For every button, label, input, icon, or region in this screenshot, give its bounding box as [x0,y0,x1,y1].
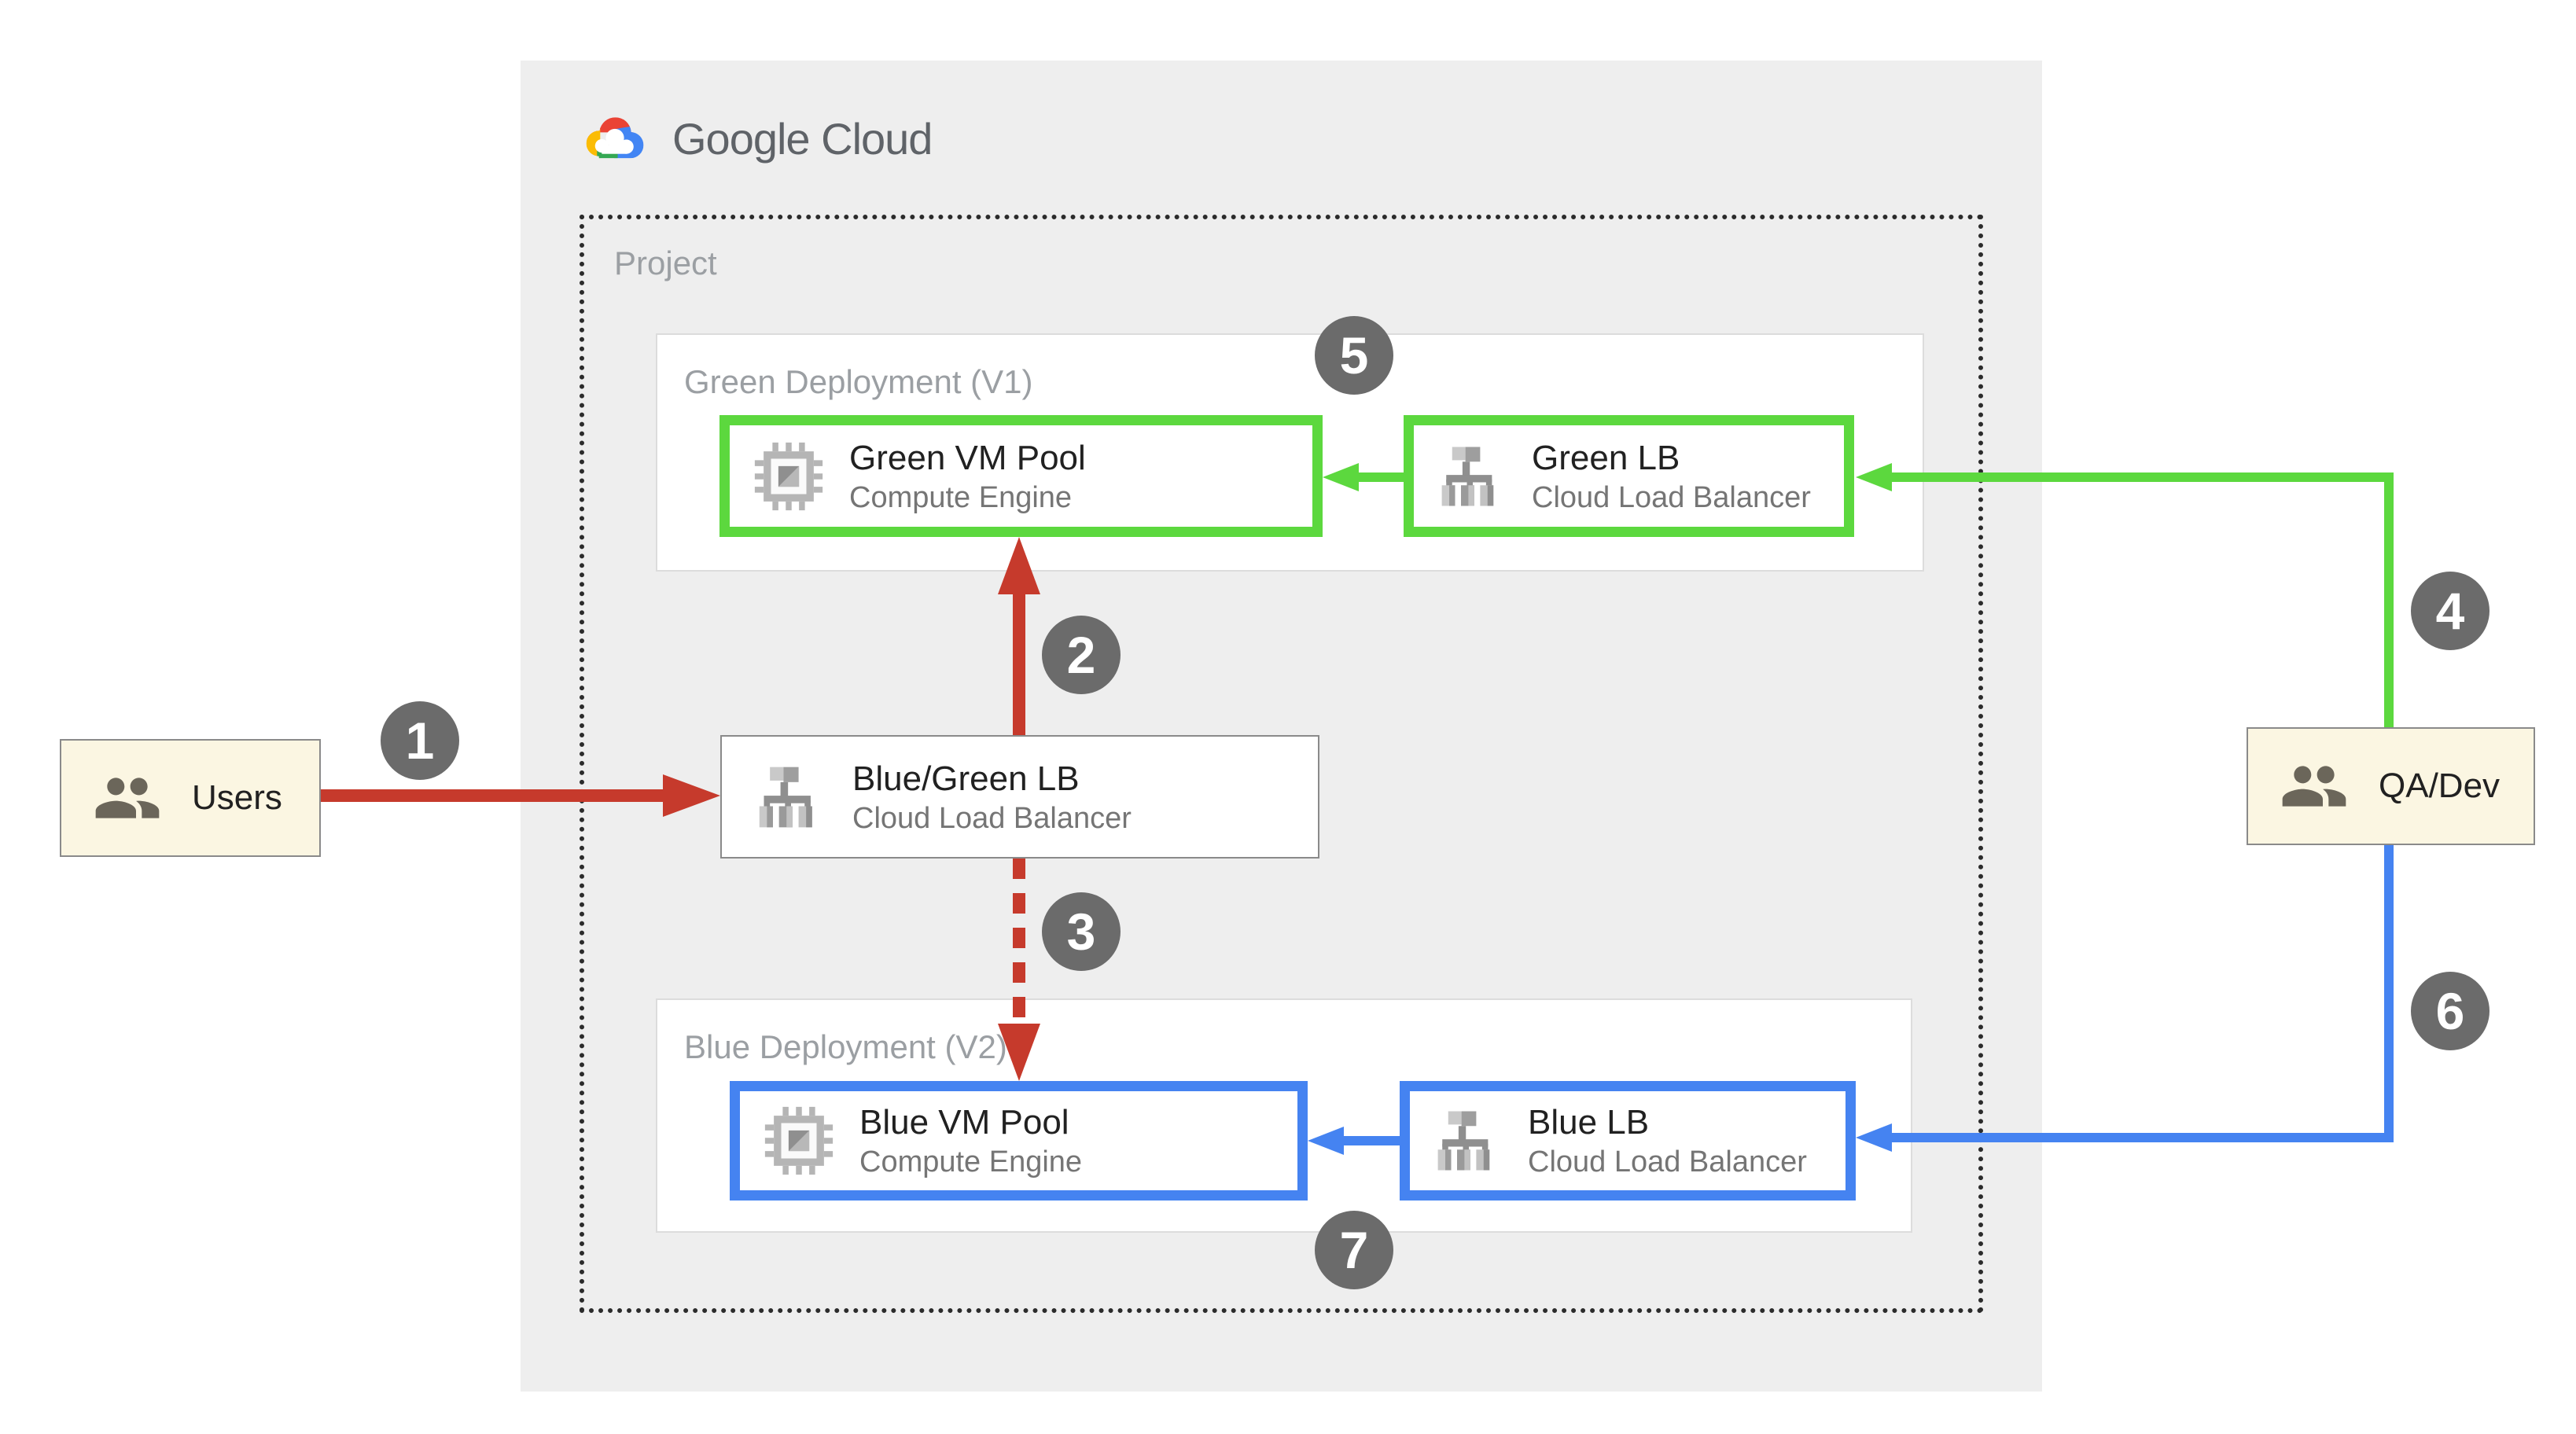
users-node: Users [60,739,321,857]
blue-green-lb-title: Blue/Green LB [852,759,1080,798]
load-balancer-icon [1437,441,1508,512]
compute-engine-icon [753,441,824,512]
step-badge-6: 6 [2411,972,2490,1050]
arrow-qa-to-green-lb-horizontal [1890,472,2394,482]
load-balancer-icon [1433,1105,1504,1176]
qa-dev-node: QA/Dev [2247,727,2535,845]
google-cloud-wordmark: Google Cloud [672,113,933,164]
arrowhead-green-lb-to-green-vm [1323,463,1359,491]
arrow-router-to-blue-vm [1013,859,1025,1025]
blue-green-lb-node: Blue/Green LB Cloud Load Balancer [720,735,1319,859]
arrowhead-qa-to-blue-lb [1856,1123,1892,1152]
arrow-qa-to-blue-lb-vertical [2384,845,2394,1142]
green-lb-subtitle: Cloud Load Balancer [1532,480,1811,514]
arrowhead-router-to-blue-vm [998,1024,1040,1081]
blue-vm-pool-node: Blue VM Pool Compute Engine [730,1081,1308,1201]
green-deployment-label: Green Deployment (V1) [684,363,1033,400]
blue-lb-subtitle: Cloud Load Balancer [1528,1145,1807,1179]
arrow-users-to-router [321,789,664,802]
blue-green-lb-subtitle: Cloud Load Balancer [852,801,1132,835]
project-label: Project [614,245,717,281]
blue-deployment-label: Blue Deployment (V2) [684,1028,1007,1065]
users-label: Users [192,778,282,817]
people-icon [2275,752,2353,821]
blue-vm-pool-title: Blue VM Pool [859,1103,1069,1142]
arrow-router-to-green-vm [1013,591,1025,735]
arrowhead-blue-lb-to-blue-vm [1308,1127,1344,1155]
green-vm-pool-title: Green VM Pool [849,438,1086,477]
arrow-blue-lb-to-blue-vm [1342,1136,1401,1145]
blue-lb-title: Blue LB [1528,1103,1650,1142]
step-badge-3: 3 [1042,892,1121,971]
arrow-green-lb-to-green-vm [1357,472,1405,482]
project-boundary: Project [580,215,1983,1313]
step-badge-2: 2 [1042,616,1121,694]
google-cloud-logo-icon [576,108,652,168]
blue-lb-node: Blue LB Cloud Load Balancer [1400,1081,1856,1201]
arrowhead-router-to-green-vm [998,537,1040,594]
load-balancer-icon [755,761,827,833]
step-badge-5: 5 [1315,316,1393,395]
compute-engine-icon [764,1105,834,1176]
green-lb-node: Green LB Cloud Load Balancer [1404,415,1854,537]
green-vm-pool-node: Green VM Pool Compute Engine [719,415,1323,537]
step-badge-4: 4 [2411,572,2490,650]
people-icon [88,763,167,833]
arrowhead-users-to-router [663,774,720,817]
blue-vm-pool-subtitle: Compute Engine [859,1145,1083,1179]
green-vm-pool-subtitle: Compute Engine [849,480,1073,514]
arrow-qa-to-blue-lb-horizontal [1890,1133,2394,1142]
green-lb-title: Green LB [1532,438,1680,477]
arrow-qa-to-green-lb-vertical [2384,472,2394,727]
arrowhead-qa-to-green-lb [1856,463,1892,491]
qa-dev-label: QA/Dev [2379,766,2501,805]
step-badge-7: 7 [1315,1211,1393,1289]
step-badge-1: 1 [381,701,459,780]
google-cloud-brand: Google Cloud [576,108,933,168]
